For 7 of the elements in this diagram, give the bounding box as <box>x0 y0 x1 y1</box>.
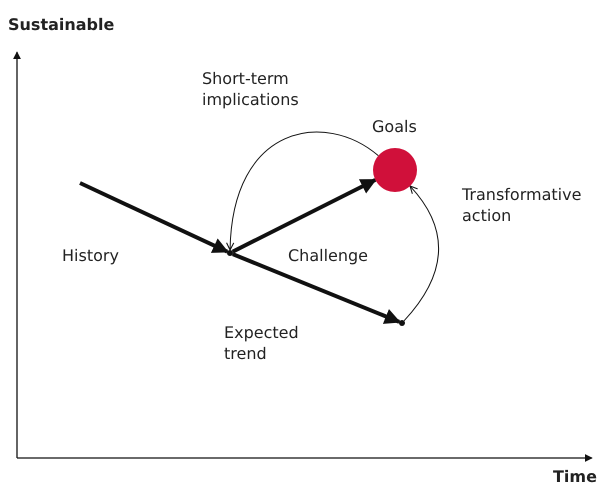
curved-arrow <box>226 132 379 251</box>
trend-arrow <box>79 181 229 254</box>
trend-arrow <box>232 178 377 254</box>
trend-arrow <box>232 252 401 324</box>
junction-point <box>399 320 405 326</box>
curved-arrow <box>404 186 440 322</box>
junction-point <box>227 250 233 256</box>
